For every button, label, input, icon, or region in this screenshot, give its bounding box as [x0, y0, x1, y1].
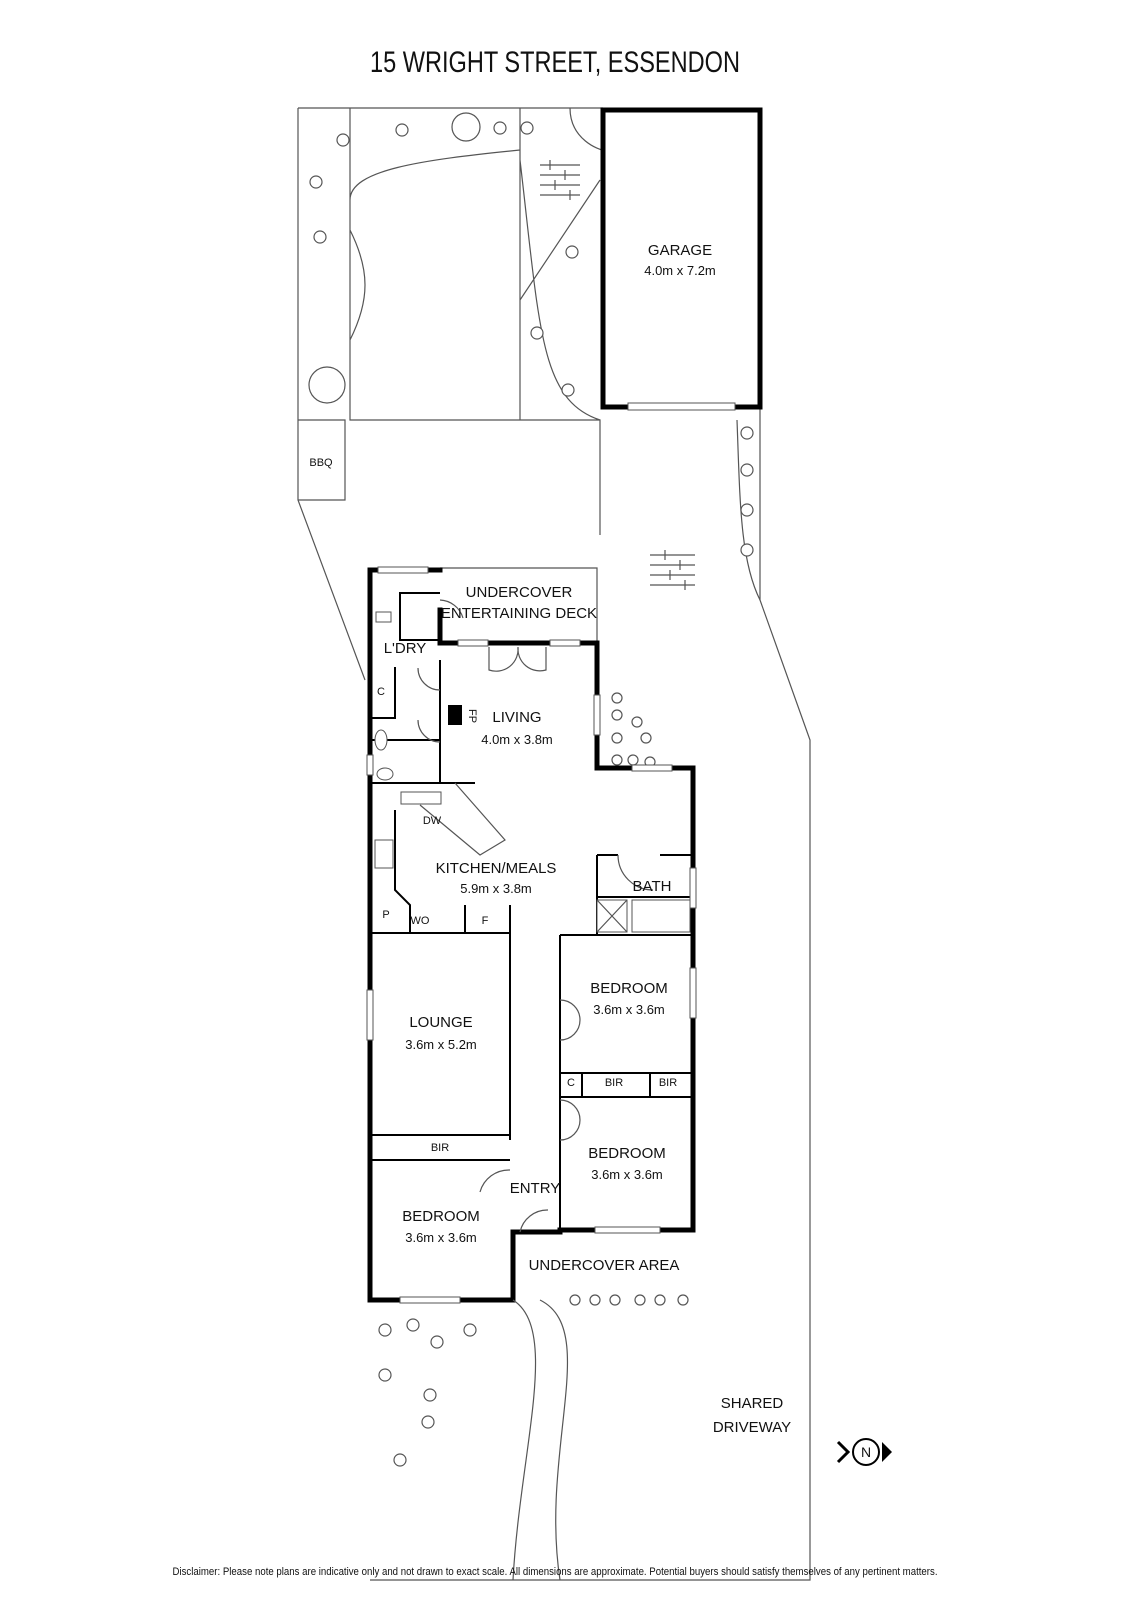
side-path: [736, 419, 761, 601]
bbq-label: BBQ: [309, 457, 333, 469]
lounge-dims: 3.6m x 5.2m: [405, 1037, 477, 1052]
vanity-icon: [374, 729, 388, 751]
garage-label: GARAGE: [648, 242, 712, 259]
entry-label: ENTRY: [510, 1180, 561, 1197]
bath-label: BATH: [633, 878, 672, 895]
shower-drain-icon: [596, 899, 628, 933]
bedroom3-label: BEDROOM: [402, 1208, 480, 1225]
compass-label: N: [861, 1444, 871, 1460]
fireplace-label: FP: [466, 709, 478, 723]
bedroom1-dims: 3.6m x 3.6m: [593, 1002, 665, 1017]
bedroom1-label: BEDROOM: [590, 980, 668, 997]
windows: [366, 566, 697, 1304]
laundry-trough-icon: [375, 611, 392, 623]
bir3-label: BIR: [431, 1142, 449, 1154]
paving-icon: [540, 160, 695, 590]
sink-icon: [400, 791, 442, 805]
driveway-label-2: DRIVEWAY: [713, 1419, 791, 1436]
bedroom2-dims: 3.6m x 3.6m: [591, 1167, 663, 1182]
driveway-label-1: SHARED: [721, 1395, 784, 1412]
disclaimer: Disclaimer: Please note plans are indica…: [173, 1566, 938, 1578]
trees: [308, 112, 754, 1467]
living-label: LIVING: [492, 709, 541, 726]
fridge-label: F: [482, 915, 489, 927]
bir2-label: BIR: [659, 1077, 677, 1089]
laundry-label: L'DRY: [384, 640, 427, 657]
cooktop-icon: [374, 839, 394, 869]
toilet-icon: [376, 767, 394, 781]
bir1-label: BIR: [605, 1077, 623, 1089]
interior-walls: [370, 592, 693, 1230]
kitchen-dims: 5.9m x 3.8m: [460, 881, 532, 896]
deck-label-2: ENTERTAINING DECK: [441, 605, 597, 622]
fireplace-icon: [448, 705, 462, 725]
deck-label-1: UNDERCOVER: [466, 584, 573, 601]
garage-dims: 4.0m x 7.2m: [644, 263, 716, 278]
undercover-area-label: UNDERCOVER AREA: [529, 1257, 680, 1274]
bedroom3-dims: 3.6m x 3.6m: [405, 1230, 477, 1245]
cupboard-label: C: [377, 686, 385, 698]
dishwasher-label: DW: [423, 815, 442, 827]
pantry-label: P: [382, 909, 389, 921]
wall-oven-label: WO: [411, 915, 430, 927]
kitchen-bench: [419, 782, 506, 856]
kitchen-label: KITCHEN/MEALS: [436, 860, 557, 877]
bathtub-icon: [631, 899, 691, 933]
garage-door: [627, 402, 736, 411]
plan-title: 15 WRIGHT STREET, ESSENDON: [370, 46, 740, 79]
door-swings: [417, 599, 654, 1581]
deck-outline: [440, 567, 598, 643]
living-dims: 4.0m x 3.8m: [481, 732, 553, 747]
garden-path: [298, 107, 604, 535]
cupboard2-label: C: [567, 1077, 575, 1089]
lounge-label: LOUNGE: [409, 1014, 472, 1031]
north-compass-icon: N: [836, 1438, 892, 1466]
bedroom2-label: BEDROOM: [588, 1145, 666, 1162]
